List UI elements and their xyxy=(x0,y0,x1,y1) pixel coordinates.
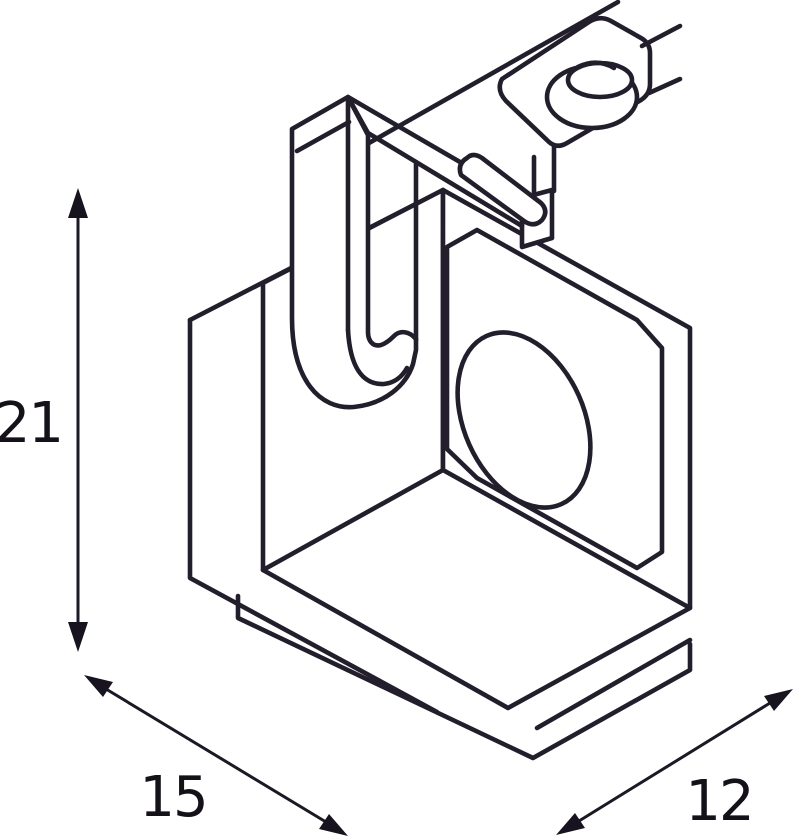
dimension-depth: 15 xyxy=(84,675,348,836)
adapter-knob-icon xyxy=(544,60,640,131)
dimension-height: 21 xyxy=(0,188,88,652)
lens xyxy=(455,330,593,510)
arrow-downright-icon xyxy=(319,814,348,836)
dimension-label-width: 12 xyxy=(685,769,752,834)
base-plate-rim xyxy=(534,637,693,731)
track-rail-stub-bottom xyxy=(646,76,683,96)
track-adapter xyxy=(497,15,653,250)
adapter-lever-tab xyxy=(457,152,548,227)
housing-bottom-edges xyxy=(260,567,693,711)
base-plate xyxy=(235,593,693,761)
strap-bottom-arc xyxy=(345,327,410,387)
arrow-downleft-icon xyxy=(556,813,585,835)
arrow-down-icon xyxy=(68,622,88,652)
depth-dimension-line xyxy=(104,687,328,824)
dimension-width: 12 xyxy=(556,689,793,835)
arrow-up-icon xyxy=(68,188,88,218)
dimension-label-height: 21 xyxy=(0,391,62,456)
rear-plate xyxy=(187,317,440,715)
track-rail xyxy=(366,0,683,146)
lamp-housing xyxy=(187,187,693,761)
strap-fold-crease xyxy=(294,119,352,154)
adapter-stem xyxy=(531,144,557,202)
arrow-upleft-icon xyxy=(84,675,113,697)
lens-bezel xyxy=(444,227,665,571)
track-rail-line xyxy=(366,0,621,146)
dimension-label-depth: 15 xyxy=(139,765,206,830)
arrow-upright-icon xyxy=(764,689,793,711)
track-rail-stub-top xyxy=(639,23,683,49)
width-dimension-line xyxy=(577,701,772,823)
housing-front-face xyxy=(440,187,693,611)
